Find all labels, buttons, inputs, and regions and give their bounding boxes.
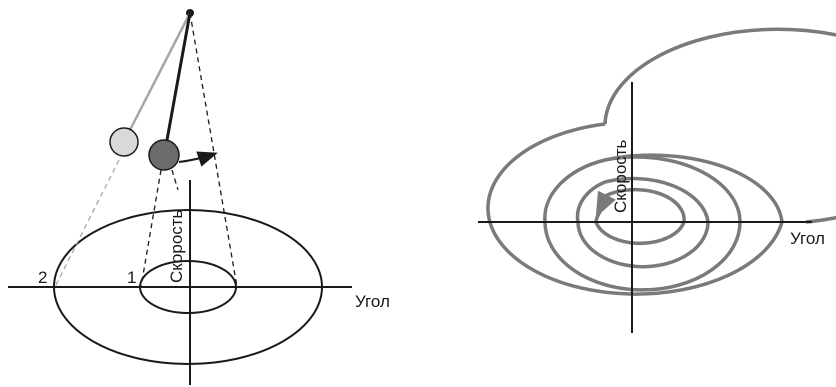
pendulum-bob-light <box>110 128 138 156</box>
velocity-arrow <box>179 154 214 162</box>
left-x-axis-label: Угол <box>355 292 390 311</box>
pendulum-string-dark <box>167 13 190 140</box>
right-x-axis-label: Угол <box>790 229 825 248</box>
left-diagram: 2 1 Угол Скорость <box>8 9 390 385</box>
right-diagram: Угол Скорость <box>478 29 836 333</box>
left-y-axis-label: Скорость <box>167 209 186 283</box>
projection-line-dark-right <box>172 170 178 190</box>
pendulum-bob-dark <box>149 140 179 170</box>
left-point-label-1: 1 <box>127 268 136 287</box>
left-point-label-2: 2 <box>38 268 47 287</box>
projection-line-right <box>190 13 237 287</box>
spiral-arrow-tip <box>598 201 604 213</box>
right-y-axis-label: Скорость <box>611 139 630 213</box>
projection-line-light <box>55 160 119 287</box>
damped-spiral-trajectory <box>488 29 836 294</box>
pendulum-string-light <box>130 13 190 130</box>
